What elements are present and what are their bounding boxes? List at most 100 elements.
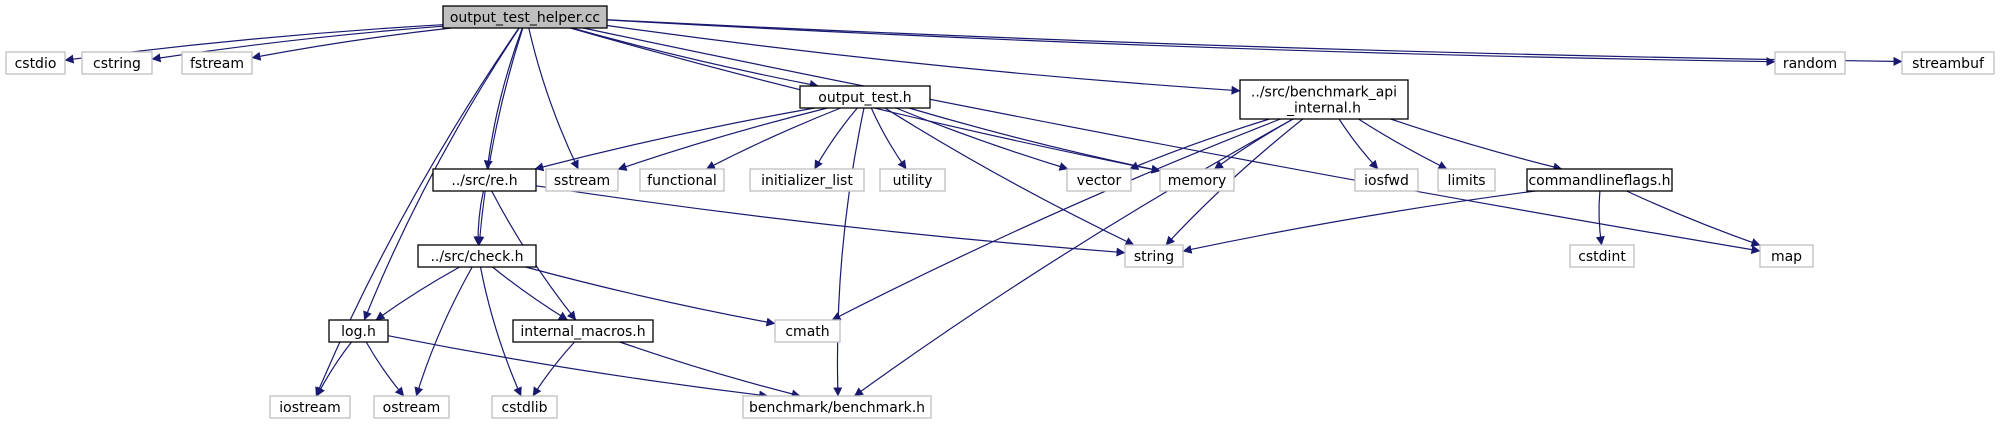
node-label: cstdint [1578,249,1626,265]
node-box [491,395,558,419]
node-label: cmath [785,324,829,340]
node-box [749,168,865,192]
node-box [81,51,153,75]
node-label: ../src/benchmark_api [1251,85,1397,101]
node-utility: utility [879,168,946,192]
node-box [1124,244,1184,268]
edge-output-test-helper-cc-to-output-test-h [571,27,819,89]
node-label: streambuf [1912,56,1985,72]
edge-output-test-h-to-initializer-list [814,107,858,170]
node-label: output_test_helper.cc [450,10,600,26]
node-internal-macros-h[interactable]: internal_macros.h [512,319,654,343]
node-label: cstring [93,56,141,72]
node-label: limits [1447,173,1485,189]
node-streambuf: streambuf [1901,51,1995,75]
edge-re-h-to-check-h [473,190,484,246]
node-cmath: cmath [774,319,841,343]
node-box [879,168,946,192]
node-box [1569,244,1635,268]
node-string: string [1124,244,1184,268]
node-label: vector [1077,173,1122,189]
edge-output-test-h-to-string [884,107,1135,246]
node-random: random [1774,51,1846,75]
edge-output-test-h-to-memory [908,107,1161,174]
edge-output-test-helper-cc-to-random [606,19,1776,67]
edge-output-test-helper-cc-to-check-h [475,27,524,246]
node-check-h[interactable]: ../src/check.h [417,244,537,268]
node-label: sstream [554,173,610,189]
node-box [639,168,725,192]
node-label: memory [1168,173,1227,189]
edge-check-h-to-ostream [414,266,473,397]
node-iostream: iostream [269,395,351,419]
edge-output-test-h-to-benchmark-h [833,107,865,397]
edge-benchmark-api-internal-h-to-benchmark-h [854,118,1294,397]
node-ostream: ostream [373,395,450,419]
edge-check-h-to-cmath [525,266,776,327]
node-box [1066,168,1132,192]
edge-output-test-helper-cc-to-iostream [315,27,520,397]
node-commandlineflags-h[interactable]: commandlineflags.h [1526,168,1673,192]
node-benchmark-api-internal-h[interactable]: ../src/benchmark_api_internal.h [1239,79,1409,120]
node-box [799,85,931,109]
node-benchmark-h: benchmark/benchmark.h [742,395,932,419]
node-box [269,395,351,419]
node-cstdio: cstdio [5,51,66,75]
edge-benchmark-api-internal-h-to-vector [1129,118,1270,170]
edge-log-h-to-iostream [316,341,352,397]
edge-internal-macros-h-to-cstdlib [532,341,575,397]
node-map: map [1759,244,1814,268]
edge-commandlineflags-h-to-cstdint [1595,190,1605,246]
node-cstring: cstring [81,51,153,75]
node-box [1526,168,1673,192]
node-label: ../src/check.h [430,249,523,265]
node-box [432,168,537,192]
edge-re-h-to-string [535,185,1126,257]
node-label: iosfwd [1364,173,1409,189]
node-log-h[interactable]: log.h [328,319,389,343]
edge-output-test-h-to-vector [895,107,1069,171]
node-label: iostream [279,400,341,416]
node-initializer-list: initializer_list [749,168,865,192]
node-functional: functional [639,168,725,192]
edge-output-test-h-to-functional [705,107,841,170]
edge-output-test-helper-cc-to-sstream [528,27,579,170]
node-output-test-helper-cc[interactable]: output_test_helper.cc [442,5,608,29]
node-box [442,5,608,29]
node-label: output_test.h [818,90,911,106]
node-label: internal_macros.h [520,324,645,340]
node-label: random [1783,56,1837,72]
node-box [328,319,389,343]
node-box [417,244,537,268]
node-box [1354,168,1419,192]
edge-output-test-helper-cc-to-streambuf [606,19,1903,66]
edge-output-test-helper-cc-to-fstream [251,27,452,61]
node-sstream: sstream [545,168,619,192]
node-label: map [1771,249,1802,265]
node-box [512,319,654,343]
edge-benchmark-api-internal-h-to-commandlineflags-h [1390,118,1563,172]
edge-commandlineflags-h-to-map [1626,190,1761,247]
node-output-test-h[interactable]: output_test.h [799,85,931,109]
node-label: ostream [383,400,441,416]
edge-output-test-h-to-sstream [617,107,828,171]
node-label: log.h [341,324,376,340]
node-box [742,395,932,419]
node-label: cstdio [15,56,57,72]
node-cstdlib: cstdlib [491,395,558,419]
node-re-h[interactable]: ../src/re.h [432,168,537,192]
edge-output-test-h-to-re-h [534,107,815,172]
node-label: ../src/re.h [451,173,517,189]
node-label: benchmark/benchmark.h [749,400,925,416]
node-box [1437,168,1496,192]
node-box [1759,244,1814,268]
edge-output-test-h-to-utility [870,107,907,170]
edge-output-test-helper-cc-to-benchmark-api-internal-h [606,24,1241,95]
node-box [5,51,66,75]
node-box [774,319,841,343]
node-label: commandlineflags.h [1528,173,1670,189]
node-memory: memory [1159,168,1235,192]
node-cstdint: cstdint [1569,244,1635,268]
